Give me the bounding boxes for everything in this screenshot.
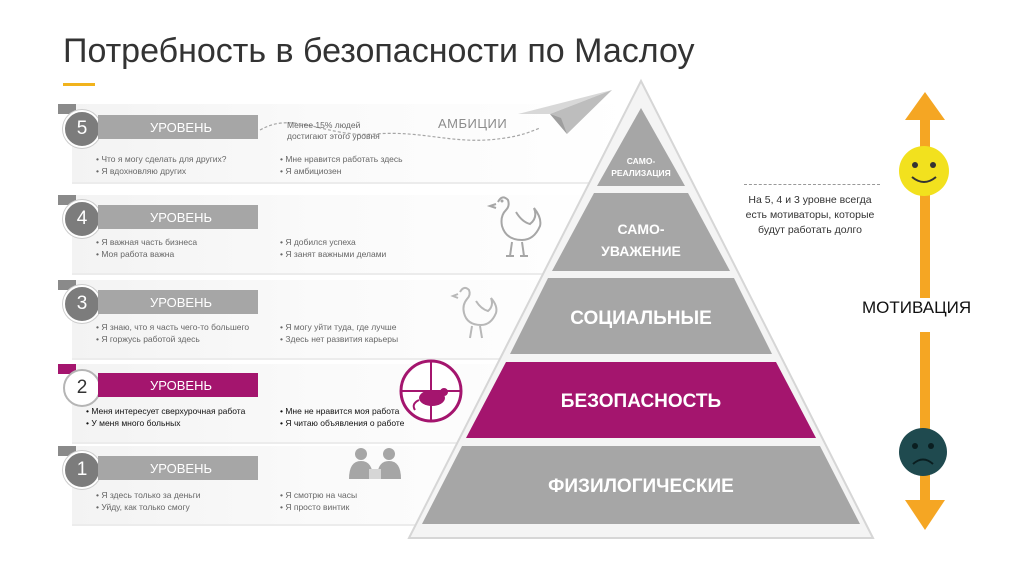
bullet: Я вдохновляю других: [96, 166, 186, 176]
pyramid-top-line2: РЕАЛИЗАЦИЯ: [611, 168, 671, 178]
level-tab: [58, 195, 76, 205]
level-4-number: 4: [63, 200, 101, 238]
bullet: Я смотрю на часы: [280, 490, 357, 500]
level-tab: [58, 104, 76, 114]
ambition-label: АМБИЦИИ: [438, 116, 508, 131]
level-tab: [58, 364, 76, 374]
pyramid-level-5: [597, 108, 685, 186]
motivators-note: На 5, 4 и 3 уровне всегда есть мотиватор…: [745, 194, 875, 236]
bullet: Я горжусь работой здесь: [96, 334, 200, 344]
level-1-bullets-right: Я смотрю на часы Я просто винтик: [280, 489, 357, 513]
pyramid-l4-line1: САМО-: [617, 221, 664, 237]
level-tab: [58, 280, 76, 290]
pyramid: САМО- РЕАЛИЗАЦИЯ САМО- УВАЖЕНИЕ СОЦИАЛЬН…: [407, 78, 875, 539]
sad-face-icon: [899, 428, 947, 476]
ambition-note-line1: Менее 15% людей: [287, 120, 361, 130]
level-4-bullets-left: Я важная часть бизнеса Моя работа важна: [96, 236, 197, 260]
bullet: Мне не нравится моя работа: [280, 406, 399, 416]
level-4-bullets-right: Я добился успеха Я занят важными делами: [280, 236, 386, 260]
pyramid-l2-label: БЕЗОПАСНОСТЬ: [561, 391, 721, 412]
bullet: Я читаю объявления о работе: [280, 418, 404, 428]
level-5-label: УРОВЕНЬ: [98, 115, 258, 139]
bullet: Я здесь только за деньги: [96, 490, 201, 500]
bullet: У меня много больных: [86, 418, 180, 428]
level-1-number: 1: [63, 451, 101, 489]
hen-icon: [486, 196, 542, 257]
pyramid-level-2: [466, 362, 816, 438]
bullet: Я добился успеха: [280, 237, 356, 247]
level-5-bullets-left: Что я могу сделать для других? Я вдохнов…: [96, 153, 227, 177]
level-5-number: 5: [63, 110, 101, 148]
smile-face-icon: [899, 146, 949, 196]
bullet: Меня интересует сверхурочная работа: [86, 406, 245, 416]
level-5-bullets-right: Мне нравится работать здесь Я амбициозен: [280, 153, 403, 177]
chicken-icon: [450, 286, 498, 339]
bullet: Уйду, как только смогу: [96, 502, 190, 512]
page-title: Потребность в безопасности по Маслоу: [63, 32, 695, 70]
level-2-number: 2: [63, 369, 101, 407]
bullet: Мне нравится работать здесь: [280, 154, 403, 164]
pyramid-level-1: [422, 446, 860, 524]
ambition-note: Менее 15% людей достигают этого уровня: [287, 120, 380, 142]
level-2-bullets-left: Меня интересует сверхурочная работа У ме…: [86, 405, 245, 429]
bullet: Здесь нет развития карьеры: [280, 334, 398, 344]
level-3-number: 3: [63, 285, 101, 323]
rat-target-icon: [399, 359, 463, 423]
level-2-label: УРОВЕНЬ: [98, 373, 258, 397]
ambition-note-line2: достигают этого уровня: [287, 131, 380, 141]
level-tab: [58, 446, 76, 456]
level-3-label: УРОВЕНЬ: [98, 290, 258, 314]
bullet: Я важная часть бизнеса: [96, 237, 197, 247]
pyramid-l4-line2: УВАЖЕНИЕ: [601, 243, 681, 259]
bullet: Моя работа важна: [96, 249, 174, 259]
level-3-bullets-right: Я могу уйти туда, где лучше Здесь нет ра…: [280, 321, 398, 345]
level-3-bullets-left: Я знаю, что я часть чего-то большего Я г…: [96, 321, 249, 345]
level-1-label: УРОВЕНЬ: [98, 456, 258, 480]
motivation-arrow: [905, 92, 945, 530]
bullet: Я могу уйти туда, где лучше: [280, 322, 396, 332]
level-1-bullets-left: Я здесь только за деньги Уйду, как тольк…: [96, 489, 201, 513]
pyramid-l3-label: СОЦИАЛЬНЫЕ: [570, 308, 712, 329]
bullet: Я амбициозен: [280, 166, 341, 176]
motivation-label: МОТИВАЦИЯ: [862, 298, 972, 317]
pyramid-level-3: [510, 278, 772, 354]
bullet: Я занят важными делами: [280, 249, 386, 259]
level-4-label: УРОВЕНЬ: [98, 205, 258, 229]
paper-plane-icon: [518, 90, 612, 134]
people-icon: [349, 448, 401, 479]
level-2-bullets-right: Мне не нравится моя работа Я читаю объяв…: [280, 405, 404, 429]
pyramid-top-line1: САМО-: [627, 156, 656, 166]
bullet: Я знаю, что я часть чего-то большего: [96, 322, 249, 332]
title-underline: [63, 83, 95, 86]
note-divider: [744, 184, 880, 185]
pyramid-level-4: [552, 193, 730, 271]
bullet: Что я могу сделать для других?: [96, 154, 227, 164]
pyramid-l1-label: ФИЗИЛОГИЧЕСКИЕ: [548, 476, 734, 497]
ambition-path: [259, 122, 541, 141]
bullet: Я просто винтик: [280, 502, 349, 512]
